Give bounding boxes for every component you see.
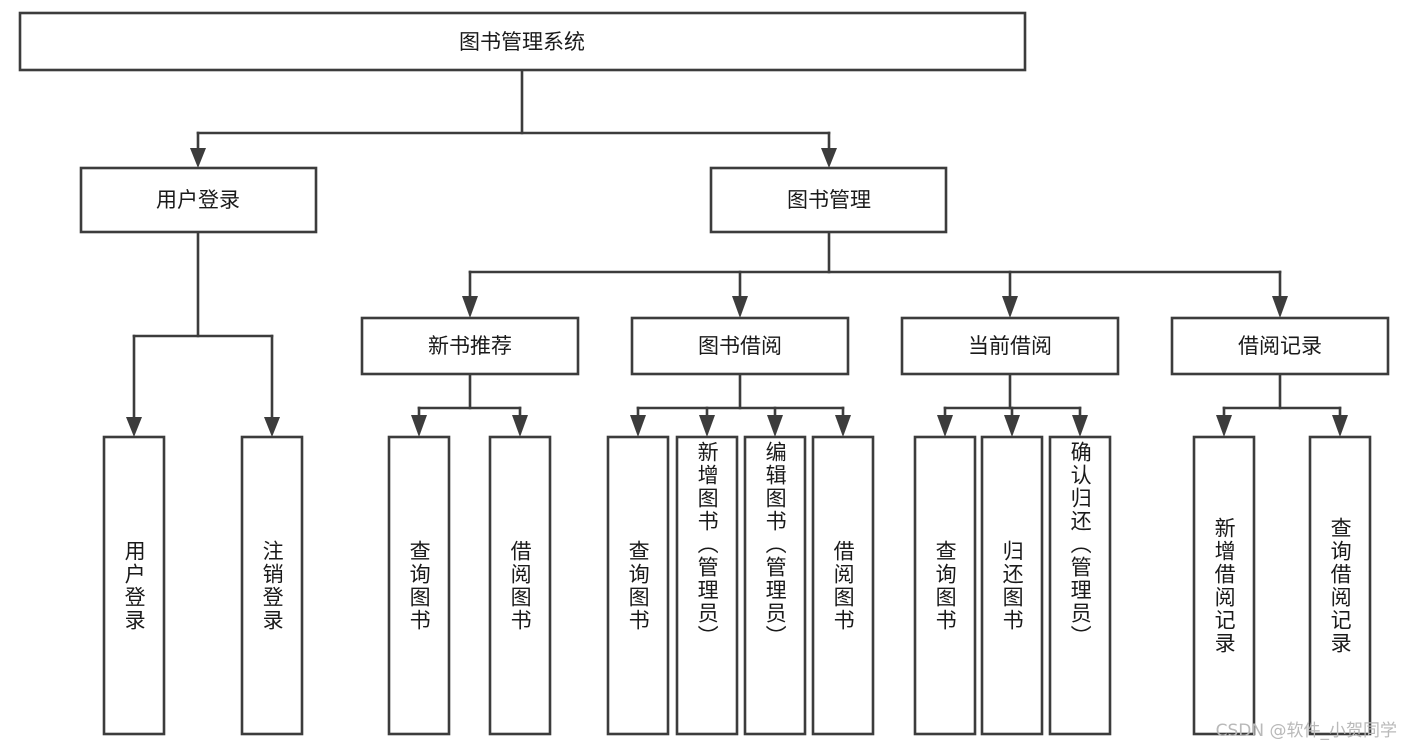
- node-user-login-label: 用户登录: [156, 188, 240, 212]
- leaf-edit-book-box[interactable]: [743, 435, 807, 736]
- node-user-login[interactable]: 用户登录: [79, 166, 318, 234]
- node-root-box[interactable]: [18, 11, 1027, 72]
- connector-group-user-login: [126, 230, 280, 437]
- node-user-login-box[interactable]: [79, 166, 318, 234]
- connector-group-current-borrow: [937, 372, 1088, 437]
- node-borrow-record-label: 借阅记录: [1238, 334, 1322, 358]
- arrow-head-current-borrow: [1002, 296, 1018, 318]
- arrow-head-leaf-logout: [264, 417, 280, 437]
- node-book-manage-label: 图书管理: [787, 188, 871, 212]
- node-current-borrow-box[interactable]: [900, 316, 1120, 376]
- arrow-head-leaf-return-book: [1004, 415, 1020, 437]
- arrow-head-borrow-record: [1272, 296, 1288, 318]
- leaf-user-login-box[interactable]: [102, 435, 166, 736]
- leaf-confirm-return-box[interactable]: [1048, 435, 1112, 736]
- node-book-borrow-box[interactable]: [630, 316, 850, 376]
- leaf-query-book-3-box[interactable]: [913, 435, 977, 736]
- leaf-query-book-2-box[interactable]: [606, 435, 670, 736]
- leaf-return-book-box[interactable]: [980, 435, 1044, 736]
- node-book-borrow[interactable]: 图书借阅: [630, 316, 850, 376]
- arrow-head-book-borrow: [732, 296, 748, 318]
- leaf-query-book-1-box[interactable]: [387, 435, 451, 736]
- connector-group-root: [190, 68, 837, 168]
- arrow-head-leaf-query-book-1: [411, 415, 427, 437]
- node-new-book-recommend-label: 新书推荐: [428, 334, 512, 358]
- arrow-head-book-manage: [821, 148, 837, 168]
- arrow-head-leaf-query-book-2: [630, 415, 646, 437]
- node-book-manage-box[interactable]: [709, 166, 948, 234]
- node-new-book-recommend-box[interactable]: [360, 316, 580, 376]
- arrow-head-leaf-edit-book: [767, 415, 783, 437]
- leaf-query-record-box[interactable]: [1308, 435, 1372, 736]
- leaf-borrow-book-2-box[interactable]: [811, 435, 875, 736]
- connector-group-book-borrow: [630, 372, 851, 437]
- arrow-head-leaf-add-book: [699, 415, 715, 437]
- arrow-head-leaf-user-login: [126, 417, 142, 437]
- node-root[interactable]: 图书管理系统: [18, 11, 1027, 72]
- arrow-head-leaf-borrow-book-2: [835, 415, 851, 437]
- node-borrow-record-box[interactable]: [1170, 316, 1390, 376]
- arrow-head-new-book-recommend: [462, 296, 478, 318]
- node-book-manage[interactable]: 图书管理: [709, 166, 948, 234]
- arrow-head-leaf-query-record: [1332, 415, 1348, 437]
- node-new-book-recommend[interactable]: 新书推荐: [360, 316, 580, 376]
- leaf-add-record-box[interactable]: [1192, 435, 1256, 736]
- connector-group-new-book-recommend: [411, 372, 528, 437]
- node-borrow-record[interactable]: 借阅记录: [1170, 316, 1390, 376]
- leaf-boxes: [102, 435, 1372, 736]
- leaf-borrow-book-1-box[interactable]: [488, 435, 552, 736]
- node-current-borrow[interactable]: 当前借阅: [900, 316, 1120, 376]
- arrow-head-user-login: [190, 148, 206, 168]
- node-current-borrow-label: 当前借阅: [968, 334, 1052, 358]
- arrow-head-leaf-borrow-book-1: [512, 415, 528, 437]
- arrow-head-leaf-query-book-3: [937, 415, 953, 437]
- node-root-label: 图书管理系统: [459, 30, 585, 54]
- arrow-head-leaf-confirm-return: [1072, 415, 1088, 437]
- leaf-logout-box[interactable]: [240, 435, 304, 736]
- node-book-borrow-label: 图书借阅: [698, 334, 782, 358]
- connector-group-borrow-record: [1216, 372, 1348, 437]
- connector-group-book-manage: [462, 230, 1288, 318]
- arrow-head-leaf-add-record: [1216, 415, 1232, 437]
- leaf-add-book-box[interactable]: [675, 435, 739, 736]
